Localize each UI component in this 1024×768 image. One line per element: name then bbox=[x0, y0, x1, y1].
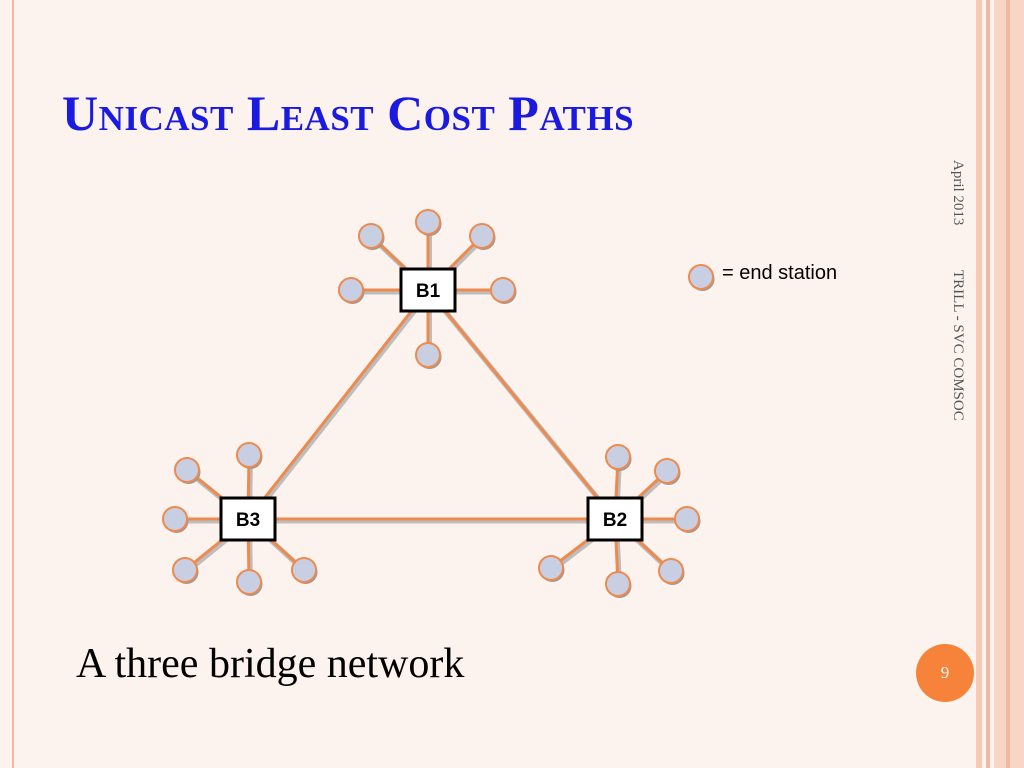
bridge-b2 bbox=[586, 496, 644, 542]
slide-date: April 2013 bbox=[950, 160, 966, 226]
end-station bbox=[538, 555, 564, 581]
end-station bbox=[415, 209, 441, 235]
bridge-label-b3: B3 bbox=[236, 510, 260, 531]
bridge-b3 bbox=[219, 496, 277, 542]
end-station bbox=[291, 557, 317, 583]
end-station bbox=[674, 506, 700, 532]
slide-caption: A three bridge network bbox=[76, 641, 465, 687]
end-station bbox=[162, 506, 188, 532]
right-border-band bbox=[986, 0, 990, 768]
end-station bbox=[236, 569, 262, 595]
end-station bbox=[654, 458, 680, 484]
end-station bbox=[358, 223, 384, 249]
end-station bbox=[172, 557, 198, 583]
bridge-label-b2: B2 bbox=[603, 510, 627, 531]
end-station bbox=[490, 277, 516, 303]
link-shadow bbox=[247, 290, 432, 523]
right-border-band bbox=[976, 0, 982, 768]
page-number: 9 bbox=[940, 663, 950, 682]
end-station bbox=[174, 457, 200, 483]
left-border bbox=[12, 0, 14, 768]
right-border-band bbox=[1006, 0, 1010, 768]
bridge-link-B1-B2 bbox=[426, 289, 617, 520]
end-station bbox=[415, 342, 441, 368]
legend-label: = end station bbox=[722, 262, 838, 284]
end-station bbox=[658, 558, 684, 584]
end-station bbox=[469, 223, 495, 249]
slide-title: Unicast Least Cost Paths bbox=[62, 85, 635, 141]
bridge-label-b1: B1 bbox=[416, 281, 441, 302]
slide-footer: TRILL - SVC COMSOC bbox=[950, 270, 966, 421]
page-number-badge: 9 bbox=[916, 644, 974, 702]
end-station bbox=[236, 442, 262, 468]
end-station bbox=[605, 444, 631, 470]
end-station bbox=[605, 571, 631, 597]
bridge-link-B3-B1 bbox=[246, 289, 430, 520]
legend-end-station-icon bbox=[688, 264, 714, 290]
bridge-b1 bbox=[399, 267, 457, 313]
end-station bbox=[338, 277, 364, 303]
